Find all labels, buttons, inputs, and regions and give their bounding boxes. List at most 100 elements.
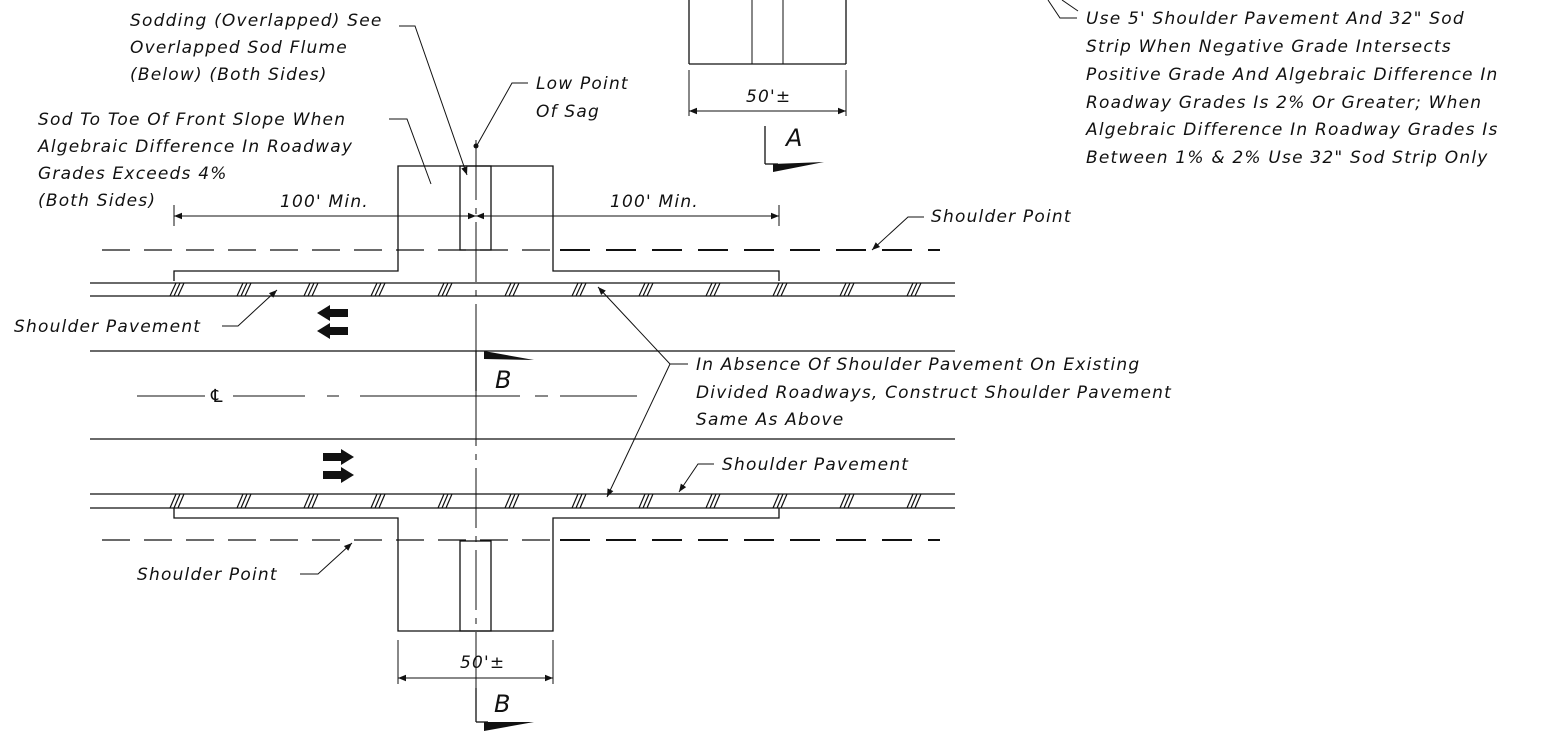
hatch-mark [374, 493, 382, 509]
hatch-mark [705, 282, 713, 297]
shoulder-note-line-2: Strip When Negative Grade Intersects [1086, 37, 1452, 57]
upper-shoulder-point-line: Shoulder Point [102, 207, 1072, 251]
hatch-mark [236, 282, 244, 297]
min-left-dimension: 100' Min. [280, 192, 369, 212]
low-point-line-1: Low Point [536, 74, 629, 94]
hatch-mark [177, 493, 185, 509]
hatch-mark [646, 493, 654, 509]
sodding-note-line-1: Sodding (Overlapped) See [130, 11, 383, 31]
shoulder-point-label-top: Shoulder Point [931, 207, 1072, 227]
lower-hatch-marks [169, 493, 922, 509]
shoulder-pavement-left-label: Shoulder Pavement [14, 289, 278, 337]
hatch-mark [437, 493, 445, 509]
shoulder-note-line-6: Between 1% & 2% Use 32" Sod Strip Only [1086, 148, 1489, 168]
min-right-dimension: 100' Min. [610, 192, 699, 212]
absence-note-line-2: Divided Roadways, Construct Shoulder Pav… [696, 383, 1172, 403]
hatch-mark [780, 282, 788, 297]
hatch-mark [441, 493, 449, 509]
traffic-arrows-westbound [317, 305, 348, 339]
hatch-mark [709, 493, 717, 509]
section-b-marker-bottom: B [475, 688, 534, 731]
hatch-mark [906, 493, 914, 509]
hatch-mark [709, 282, 717, 297]
width-dimension-lower: 50'± [397, 640, 554, 684]
hatch-mark [642, 493, 650, 509]
shoulder-note-line-3: Positive Grade And Algebraic Difference … [1086, 65, 1499, 85]
hatch-mark [240, 282, 248, 297]
hatch-mark [173, 282, 181, 297]
width-dimension-bottom: 50'± [460, 653, 505, 673]
hatch-mark [772, 282, 780, 297]
section-b-marker-middle: B [475, 351, 534, 394]
shoulder-note-line-1: Use 5' Shoulder Pavement And 32" Sod [1086, 9, 1465, 29]
hatch-mark [571, 493, 579, 509]
hatch-mark [571, 282, 579, 297]
hatch-mark [445, 282, 453, 297]
hatch-mark [177, 282, 185, 297]
upper-shoulder-pavement [90, 282, 955, 297]
hatch-mark [307, 282, 315, 297]
hatch-mark [843, 282, 851, 297]
absence-note-line-3: Same As Above [696, 410, 844, 430]
hatch-mark [638, 282, 646, 297]
hatch-mark [441, 282, 449, 297]
shoulder-pavement-note: Use 5' Shoulder Pavement And 32" Sod Str… [1047, 0, 1499, 168]
hatch-mark [843, 493, 851, 509]
absence-note-line-1: In Absence Of Shoulder Pavement On Exist… [696, 355, 1140, 375]
hatch-mark [244, 493, 252, 509]
detail-a-partial: 50'± A [688, 0, 847, 172]
hatch-mark [776, 282, 784, 297]
hatch-mark [370, 493, 378, 509]
lower-shoulder-point-line: Shoulder Point [102, 539, 940, 585]
hatch-mark [646, 282, 654, 297]
traffic-arrows-eastbound [323, 449, 354, 483]
min-length-dimension: 100' Min. 100' Min. [173, 192, 780, 226]
hatch-mark [575, 493, 583, 509]
hatch-mark [713, 282, 721, 297]
sodding-note-line-3: (Below) (Both Sides) [130, 65, 328, 85]
lower-sod-flume [173, 508, 780, 632]
hatch-mark [847, 493, 855, 509]
hatch-mark [504, 282, 512, 297]
shoulder-note-line-5: Algebraic Difference In Roadway Grades I… [1085, 120, 1499, 140]
low-point-line-2: Of Sag [536, 102, 600, 122]
hatch-mark [906, 282, 914, 297]
hatch-mark [378, 282, 386, 297]
sodding-overlapped-note: Sodding (Overlapped) See Overlapped Sod … [130, 11, 468, 176]
section-b-label-bottom: B [494, 690, 510, 718]
hatch-mark [311, 493, 319, 509]
hatch-mark [776, 493, 784, 509]
shoulder-pavement-label-left: Shoulder Pavement [14, 317, 201, 337]
hatch-mark [910, 282, 918, 297]
shoulder-pavement-label-right: Shoulder Pavement [722, 455, 909, 475]
hatch-mark [307, 493, 315, 509]
hatch-mark [311, 282, 319, 297]
hatch-mark [910, 493, 918, 509]
median-centerline: ℄ [137, 386, 637, 407]
section-a-label: A [784, 124, 802, 152]
hatch-mark [579, 282, 587, 297]
hatch-mark [772, 493, 780, 509]
hatch-mark [303, 282, 311, 297]
hatch-mark [579, 493, 587, 509]
hatch-mark [169, 493, 177, 509]
hatch-mark [244, 282, 252, 297]
hatch-mark [512, 282, 520, 297]
shoulder-point-label-bottom: Shoulder Point [137, 565, 278, 585]
centerline-symbol: ℄ [210, 386, 223, 407]
section-b-label-middle: B [495, 366, 511, 394]
sod-toe-note-line-2: Algebraic Difference In Roadway [37, 137, 353, 157]
sod-toe-note-line-4: (Both Sides) [38, 191, 156, 211]
hatch-mark [370, 282, 378, 297]
hatch-mark [437, 282, 445, 297]
hatch-mark [512, 493, 520, 509]
hatch-mark [705, 493, 713, 509]
hatch-mark [508, 282, 516, 297]
hatch-mark [378, 493, 386, 509]
hatch-mark [713, 493, 721, 509]
hatch-mark [914, 493, 922, 509]
hatch-mark [169, 282, 177, 297]
hatch-mark [445, 493, 453, 509]
upper-hatch-marks [169, 282, 922, 297]
hatch-mark [173, 493, 181, 509]
